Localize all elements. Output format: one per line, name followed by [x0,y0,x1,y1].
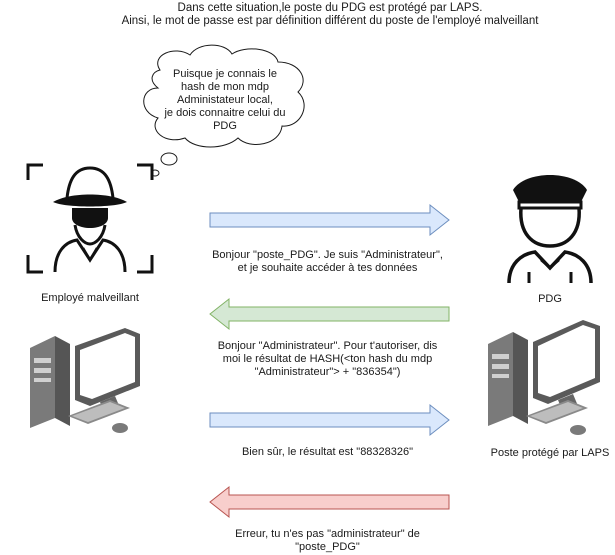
message-line: "poste_PDG" [295,541,360,553]
attacker-computer-icon [30,328,140,433]
message-line: moi le résultat de HASH(<ton hash du mdp [222,353,433,365]
message-line: et je souhaite accéder à tes données [237,262,418,274]
message-line: Bonjour "Administrateur". Pour t'autoris… [217,340,438,352]
ceo-label: PDG [538,293,562,305]
message-line: Bonjour "poste_PDG". Je suis "Administra… [212,249,443,261]
thought-line: PDG [213,120,237,132]
thought-line: Administateur local, [177,94,273,106]
protected-computer-icon [488,320,600,435]
attacker-label: Employé malveillant [41,292,139,304]
caption-line-1: Dans cette situation,le poste du PDG est… [177,2,483,14]
thought-line: hash de mon mdp [180,81,270,93]
thought-line: je dois connaitre celui du [164,107,286,119]
message-request-access: Bonjour "poste_PDG". Je suis "Administra… [185,249,470,275]
message-response: Bien sûr, le résultat est "88328326" [185,446,470,459]
diagram-caption: Dans cette situation,le poste du PDG est… [0,2,615,28]
caption-line-2: Ainsi, le mot de passe est par définitio… [121,15,539,27]
message-line: Bien sûr, le résultat est "88328326" [241,446,414,458]
message-challenge: Bonjour "Administrateur". Pour t'autoris… [185,340,470,379]
thought-text: Puisque je connais le hash de mon mdp Ad… [150,68,300,133]
protected-pc-label: Poste protégé par LAPS [490,447,610,459]
message-line: Erreur, tu n'es pas "administrateur" de [235,528,420,540]
thought-line: Puisque je connais le [173,68,277,80]
message-error: Erreur, tu n'es pas "administrateur" de … [185,528,470,554]
spy-icon [26,163,154,274]
ceo-icon [507,175,593,284]
message-line: "Administrateur"> + "836354") [254,366,401,378]
